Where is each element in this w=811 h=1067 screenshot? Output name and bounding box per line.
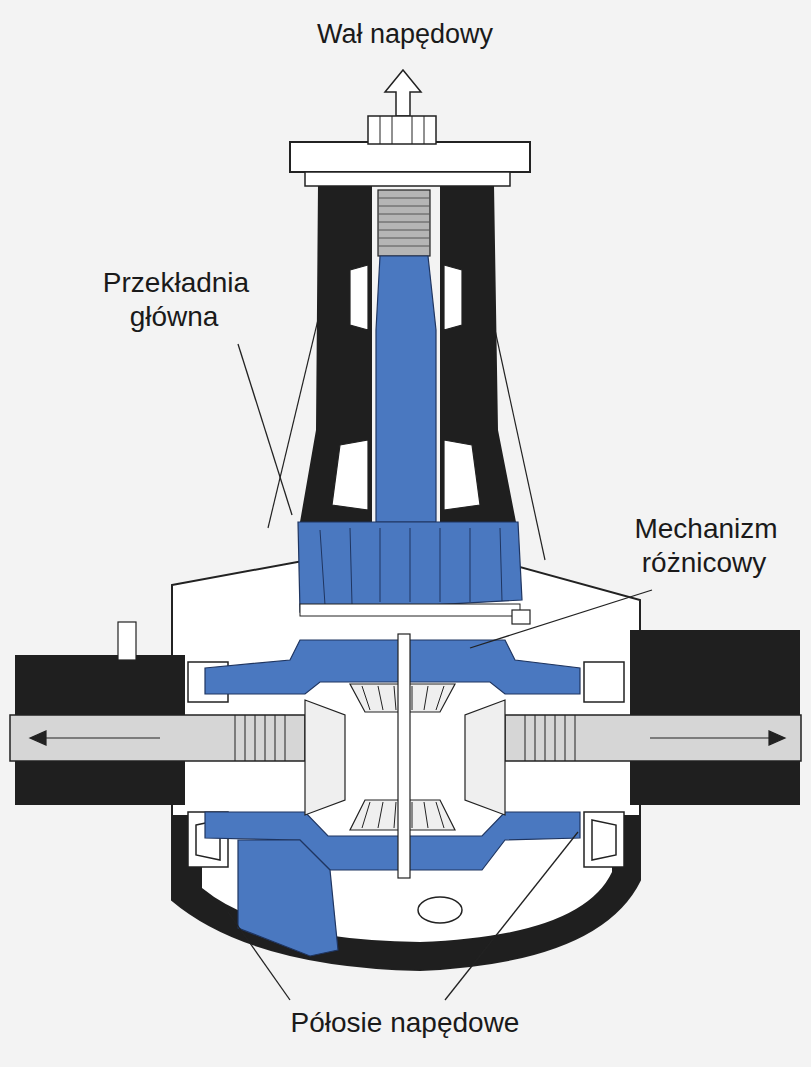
- shaft-label: Wał napędowy: [300, 18, 510, 50]
- output-arrow: [385, 70, 421, 116]
- spline: [378, 190, 430, 256]
- part-name: Wał napędowy: [315, 19, 495, 49]
- cross-pin: [398, 634, 410, 878]
- housing: [172, 556, 640, 970]
- differential-label: Mechanizm różnicowy: [605, 512, 805, 579]
- flange: [290, 142, 530, 172]
- pinion-gear: [298, 522, 522, 612]
- gear-label: Przekładnia główna: [70, 266, 280, 333]
- ring-face: [300, 604, 520, 616]
- drain-plug: [418, 897, 462, 923]
- part-name: Półosie napędowe: [289, 1007, 522, 1038]
- nut: [368, 116, 436, 144]
- half-shaft-label: Półosie napędowe: [215, 1006, 595, 1040]
- axis-arrow: [650, 731, 785, 745]
- ring-gear: [238, 840, 338, 956]
- bolt: [118, 622, 136, 660]
- leader-line: [228, 344, 652, 1000]
- part-name: Przekładnia główna: [101, 267, 249, 332]
- half-shaft: [10, 715, 305, 761]
- part-name: Mechanizm różnicowy: [632, 513, 777, 578]
- flange-hub: [305, 172, 510, 186]
- pinion-shaft: [376, 256, 436, 522]
- bolt: [512, 610, 530, 624]
- half-shaft: [505, 715, 801, 761]
- pinion-housing: [300, 185, 372, 522]
- axis-arrow: [30, 731, 160, 745]
- pinion-housing: [440, 185, 516, 522]
